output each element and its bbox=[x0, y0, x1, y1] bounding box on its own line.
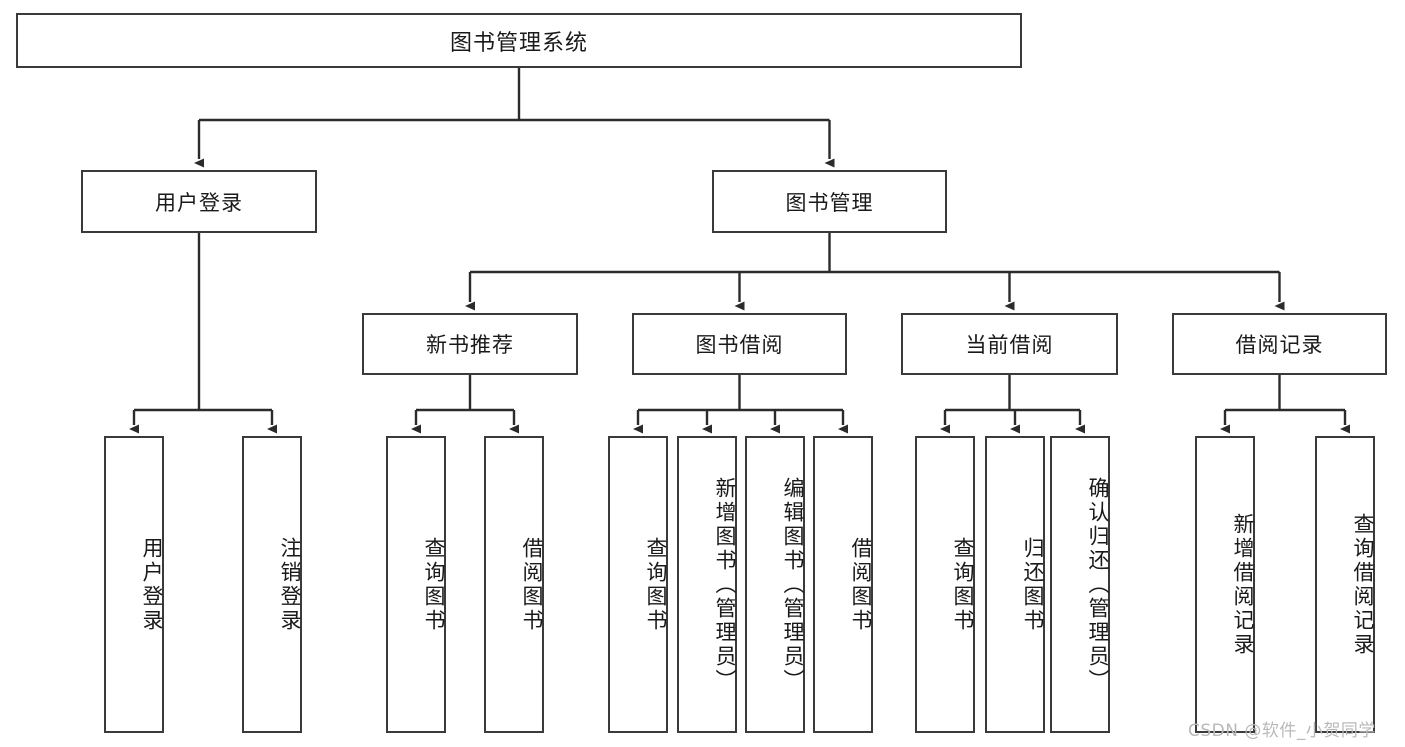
node-leaf-borrow-book-2-label: 借阅图书 bbox=[849, 536, 873, 633]
node-leaf-edit-book-label: 编辑图书（管理员） bbox=[781, 476, 805, 693]
node-leaf-edit-book[interactable]: 编辑图书（管理员） bbox=[745, 436, 805, 733]
node-leaf-user-login[interactable]: 用户登录 bbox=[104, 436, 164, 733]
node-leaf-confirm-return-label: 确认归还（管理员） bbox=[1086, 476, 1110, 693]
node-leaf-borrow-book-1-label: 借阅图书 bbox=[520, 536, 544, 633]
node-root-label: 图书管理系统 bbox=[449, 30, 588, 56]
node-leaf-add-record[interactable]: 新增借阅记录 bbox=[1195, 436, 1255, 733]
node-leaf-add-record-label: 新增借阅记录 bbox=[1231, 512, 1255, 657]
node-new-book-recommend-label: 新书推荐 bbox=[426, 333, 514, 357]
node-leaf-user-logout[interactable]: 注销登录 bbox=[242, 436, 302, 733]
node-user-login[interactable]: 用户登录 bbox=[81, 170, 317, 233]
node-leaf-query-record-label: 查询借阅记录 bbox=[1351, 512, 1375, 657]
node-leaf-add-book[interactable]: 新增图书（管理员） bbox=[677, 436, 737, 733]
node-root[interactable]: 图书管理系统 bbox=[16, 13, 1022, 68]
node-leaf-query-book-3-label: 查询图书 bbox=[951, 536, 975, 633]
node-leaf-add-book-label: 新增图书（管理员） bbox=[713, 476, 737, 693]
node-borrow-record[interactable]: 借阅记录 bbox=[1172, 313, 1387, 375]
node-leaf-user-logout-label: 注销登录 bbox=[278, 536, 302, 633]
node-leaf-return-book[interactable]: 归还图书 bbox=[985, 436, 1045, 733]
node-new-book-recommend[interactable]: 新书推荐 bbox=[362, 313, 578, 375]
node-user-login-label: 用户登录 bbox=[155, 190, 243, 215]
node-book-borrow-label: 图书借阅 bbox=[695, 333, 784, 357]
csdn-watermark: CSDN @软件_小贺同学 bbox=[1188, 721, 1376, 741]
node-leaf-user-login-label: 用户登录 bbox=[140, 536, 164, 633]
node-leaf-borrow-book-2[interactable]: 借阅图书 bbox=[813, 436, 873, 733]
node-leaf-confirm-return[interactable]: 确认归还（管理员） bbox=[1050, 436, 1110, 733]
node-leaf-query-book-1-label: 查询图书 bbox=[422, 536, 446, 633]
node-leaf-query-book-3[interactable]: 查询图书 bbox=[915, 436, 975, 733]
node-leaf-query-book-1[interactable]: 查询图书 bbox=[386, 436, 446, 733]
node-leaf-borrow-book-1[interactable]: 借阅图书 bbox=[484, 436, 544, 733]
node-leaf-query-book-2-label: 查询图书 bbox=[644, 536, 668, 633]
node-book-manage[interactable]: 图书管理 bbox=[712, 170, 947, 233]
node-leaf-return-book-label: 归还图书 bbox=[1021, 536, 1045, 633]
node-leaf-query-book-2[interactable]: 查询图书 bbox=[608, 436, 668, 733]
node-current-borrow[interactable]: 当前借阅 bbox=[901, 313, 1118, 375]
node-leaf-query-record[interactable]: 查询借阅记录 bbox=[1315, 436, 1375, 733]
node-borrow-record-label: 借阅记录 bbox=[1235, 333, 1324, 357]
node-book-manage-label: 图书管理 bbox=[785, 190, 874, 215]
node-current-borrow-label: 当前借阅 bbox=[965, 333, 1054, 357]
node-book-borrow[interactable]: 图书借阅 bbox=[632, 313, 847, 375]
